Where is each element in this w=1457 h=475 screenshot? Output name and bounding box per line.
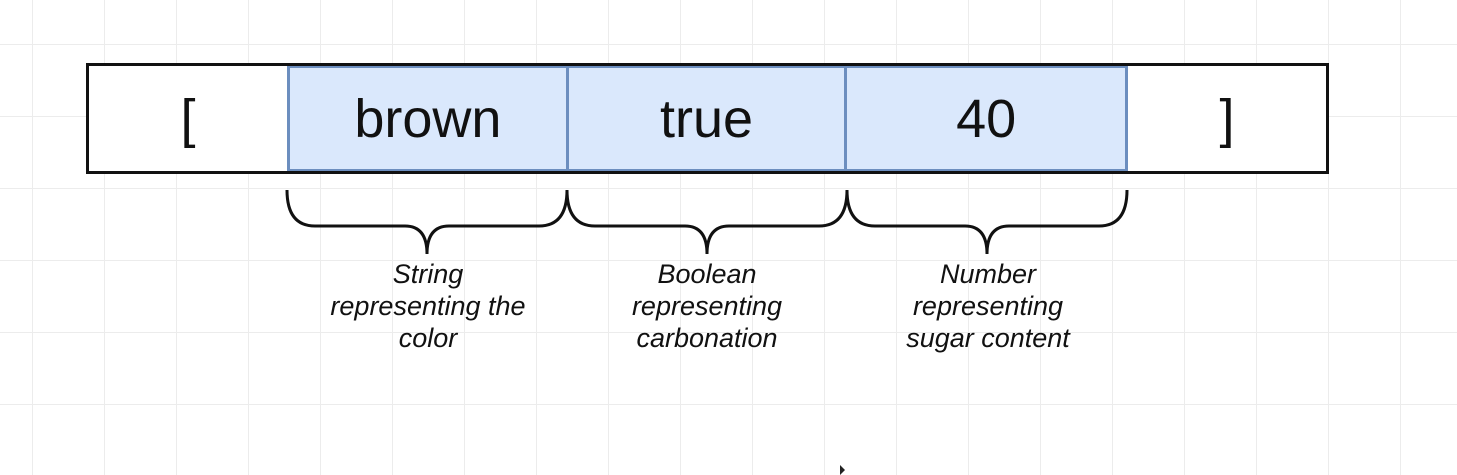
element-sugar: 40 bbox=[847, 66, 1128, 171]
description-line: String bbox=[392, 259, 464, 289]
element-value: true bbox=[659, 88, 754, 149]
description-line: carbonation bbox=[636, 323, 778, 353]
element-carbonation: true bbox=[568, 66, 848, 171]
curly-brace-color bbox=[285, 189, 569, 255]
pointer-cursor-icon bbox=[840, 465, 845, 475]
description-line: color bbox=[398, 323, 458, 353]
description-line: Number bbox=[939, 259, 1037, 289]
open-bracket: [ bbox=[180, 88, 196, 149]
curly-brace-sugar bbox=[845, 189, 1129, 255]
tuple-array: [ brown true 40 ] bbox=[86, 63, 1329, 174]
close-bracket-cell: ] bbox=[1127, 66, 1327, 171]
description-line: Boolean bbox=[657, 259, 757, 289]
element-color: brown bbox=[287, 66, 569, 171]
description-line: representing bbox=[912, 291, 1064, 321]
close-bracket: ] bbox=[1219, 88, 1235, 149]
open-bracket-cell: [ bbox=[89, 66, 288, 171]
element-value: brown bbox=[354, 88, 502, 149]
description-line: sugar content bbox=[906, 323, 1070, 353]
curly-brace-carbonation bbox=[565, 189, 849, 255]
element-value: 40 bbox=[956, 88, 1017, 149]
description-line: representing bbox=[631, 291, 783, 321]
description-sugar: Number representing sugar content bbox=[848, 258, 1128, 354]
description-color: String representing the color bbox=[288, 258, 568, 354]
description-carbonation: Boolean representing carbonation bbox=[567, 258, 847, 354]
description-line: representing the bbox=[330, 291, 526, 321]
